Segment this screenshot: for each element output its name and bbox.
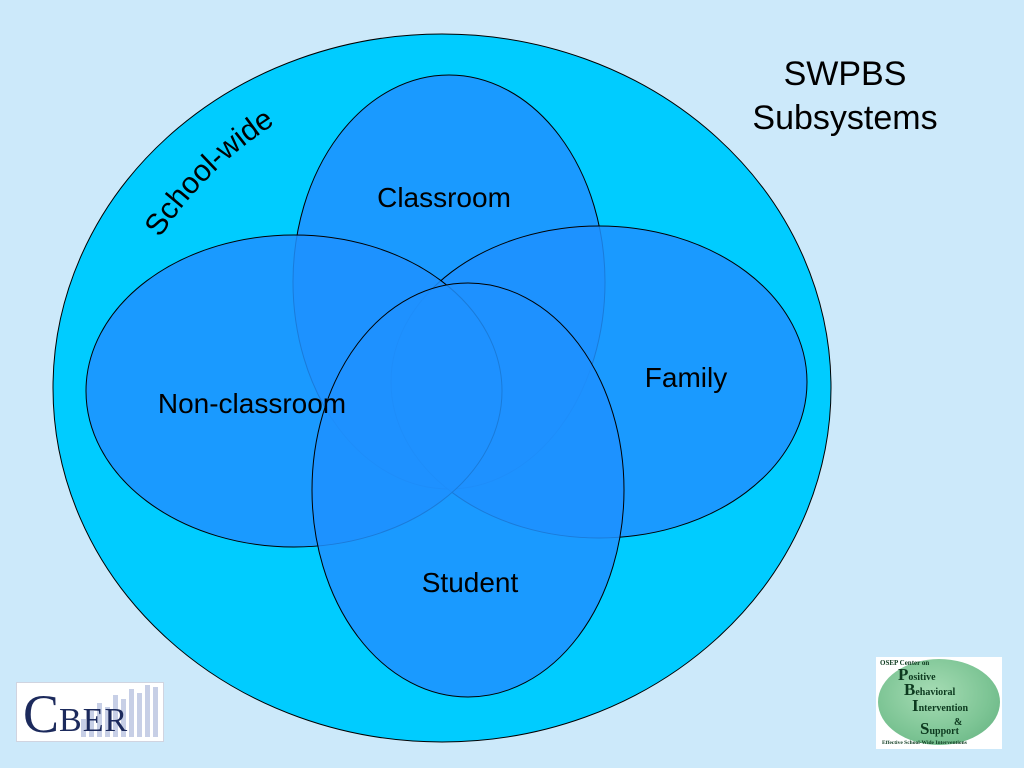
pbis-logo-line: Positive	[898, 665, 936, 684]
cber-logo-initial: C	[23, 684, 60, 742]
slide-title-line-2: Subsystems	[752, 99, 938, 137]
pbis-logo: OSEP Center on Positive Behavioral Inter…	[876, 657, 1002, 749]
cber-logo: CBER	[16, 682, 164, 742]
student-ellipse	[311, 282, 625, 698]
slide-title-line-1: SWPBS	[783, 55, 907, 93]
cber-logo-text: CBER	[23, 687, 128, 741]
slide-title: SWPBS Subsystems	[720, 52, 970, 140]
pbis-logo-oval	[878, 659, 1000, 745]
pbis-logo-line: &	[954, 717, 963, 728]
cber-logo-rest: BER	[59, 702, 129, 739]
student-label: Student	[422, 567, 519, 598]
pbis-logo-header: OSEP Center on	[880, 659, 930, 667]
cber-logo-bars	[81, 685, 158, 737]
pbis-logo-line: Intervention	[912, 696, 969, 715]
pbis-logo-footer: Effective School-Wide Interventions	[882, 740, 967, 746]
non-classroom-label: Non-classroom	[158, 388, 346, 419]
classroom-label: Classroom	[377, 182, 511, 213]
pbis-logo-line: Behavioral	[904, 680, 956, 699]
family-label: Family	[645, 362, 727, 393]
pbis-logo-line: Support	[920, 719, 959, 738]
